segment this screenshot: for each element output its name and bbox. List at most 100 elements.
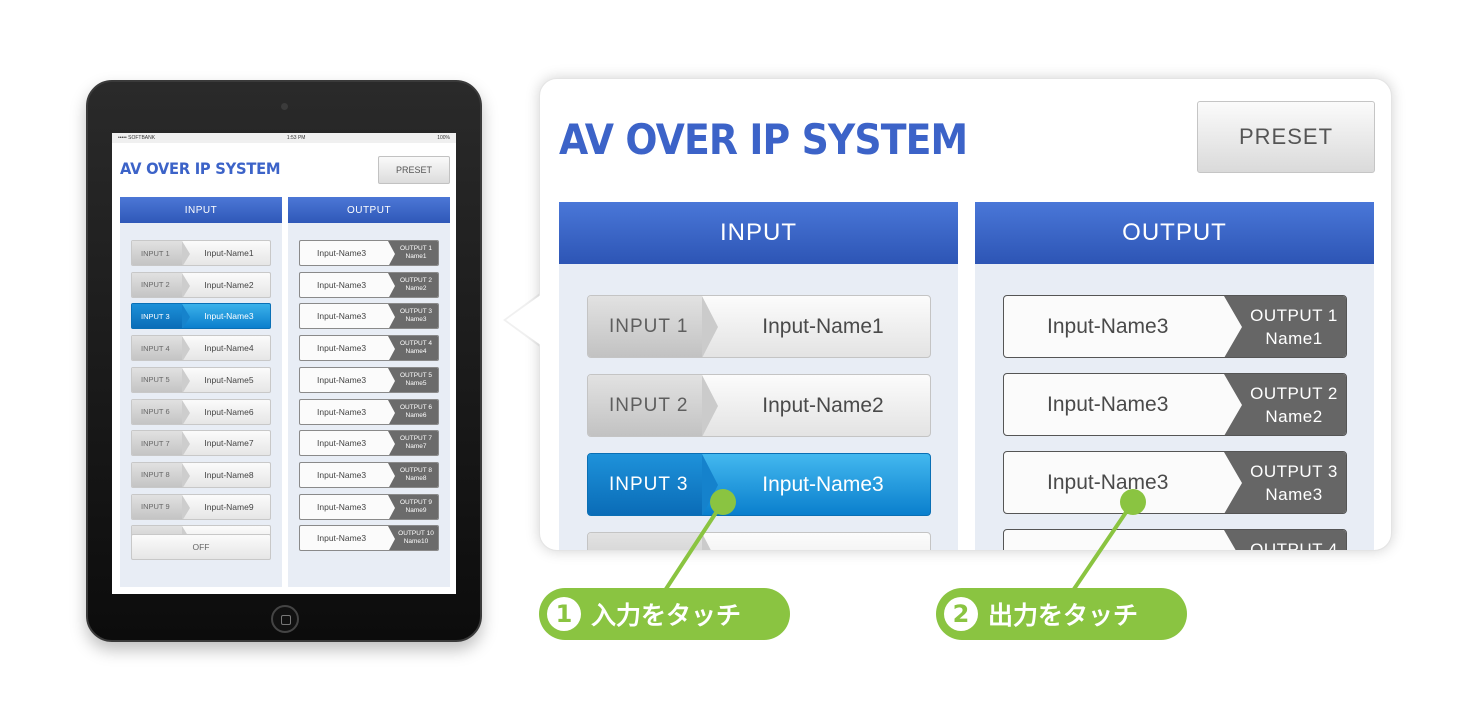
output-label: OUTPUT 7: [399, 435, 433, 443]
output-name: Name6: [405, 411, 427, 419]
input-name: Input-Name2: [204, 279, 254, 290]
output-source: Input-Name3: [317, 438, 367, 449]
input-name: Input-Name4: [204, 343, 254, 354]
output-source: Input-Name3: [317, 311, 367, 322]
output-label: OUTPUT 2: [399, 276, 433, 284]
status-time: 1:53 PM: [286, 135, 306, 141]
output-source: Input-Name3: [1047, 392, 1169, 416]
input-name: Input-Name1: [762, 314, 884, 338]
input-name: Input-Name3: [762, 472, 884, 496]
output-label: OUTPUT 9: [399, 498, 433, 506]
output-label: OUTPUT 6: [399, 403, 433, 411]
input-tag: INPUT 4: [588, 533, 718, 550]
input-tag: INPUT 7: [132, 431, 190, 456]
output-name: Name4: [405, 348, 427, 356]
off-button[interactable]: OFF: [131, 534, 271, 560]
input-name: Input-Name8: [204, 469, 254, 480]
step-1-text: 入力をタッチ: [591, 601, 742, 630]
input-name: Input-Name6: [204, 406, 254, 417]
callout-step-2: 2 出力をタッチ: [936, 588, 1187, 640]
app-title: AV OVER IP SYSTEM: [120, 159, 281, 178]
zoom-input-button-2[interactable]: INPUT 2 Input-Name2: [587, 374, 931, 437]
output-source: Input-Name3: [317, 248, 367, 258]
output-label: OUTPUT 1: [399, 245, 433, 252]
input-button-3[interactable]: INPUT 3 Input-Name3: [131, 303, 271, 330]
output-source: Input-Name3: [317, 469, 367, 480]
output-name: Name2: [405, 284, 427, 292]
callout-pointer: [506, 294, 542, 346]
output-source: Input-Name3: [317, 279, 367, 290]
output-source: Input-Name3: [317, 374, 367, 385]
zoom-preset-button[interactable]: PRESET: [1197, 101, 1375, 173]
zoom-output-column-header: OUTPUT: [975, 202, 1374, 264]
output-label: OUTPUT 4: [399, 340, 433, 348]
input-button-6[interactable]: INPUT 6 Input-Name6: [131, 398, 271, 425]
output-name: Name7: [405, 443, 427, 451]
app-header: AV OVER IP SYSTEM PRESET: [112, 143, 456, 193]
input-name: Input-Name3: [204, 311, 254, 322]
input-name: Input-Name2: [762, 393, 884, 417]
output-name: Name9: [405, 506, 427, 514]
input-tag: INPUT 2: [588, 375, 718, 436]
tablet-device: ••••• SOFTBANK 1:53 PM 100% AV OVER IP S…: [86, 80, 482, 642]
input-button-2[interactable]: INPUT 2 Input-Name2: [131, 271, 271, 298]
touch-point-output: [1120, 489, 1146, 515]
output-name: Name3: [1265, 484, 1323, 504]
home-button[interactable]: [271, 605, 299, 633]
output-source: Input-Name3: [1004, 549, 1224, 551]
zoom-app-title: AV OVER IP SYSTEM: [559, 115, 968, 164]
output-name: Name10: [403, 538, 429, 546]
input-column-header: INPUT: [120, 197, 282, 223]
output-label: OUTPUT 3: [399, 308, 433, 316]
status-bar: ••••• SOFTBANK 1:53 PM 100%: [112, 133, 456, 143]
input-tag: INPUT 6: [132, 399, 190, 424]
output-name: Name1: [405, 253, 427, 260]
input-name: Input-Name9: [204, 501, 254, 512]
input-tag: INPUT 3: [132, 304, 190, 329]
input-name: Input-Name1: [204, 248, 254, 258]
output-tag: OUTPUT 3 Name3: [1224, 452, 1346, 513]
input-tag: INPUT 5: [132, 367, 190, 392]
output-label: OUTPUT 3: [1250, 461, 1338, 481]
callout-step-1: 1 入力をタッチ: [539, 588, 790, 640]
input-tag: INPUT 2: [132, 272, 190, 297]
touch-point-input: [710, 489, 736, 515]
output-source: Input-Name3: [317, 501, 367, 512]
preset-button[interactable]: PRESET: [378, 156, 450, 184]
output-name: Name2: [1265, 406, 1323, 426]
